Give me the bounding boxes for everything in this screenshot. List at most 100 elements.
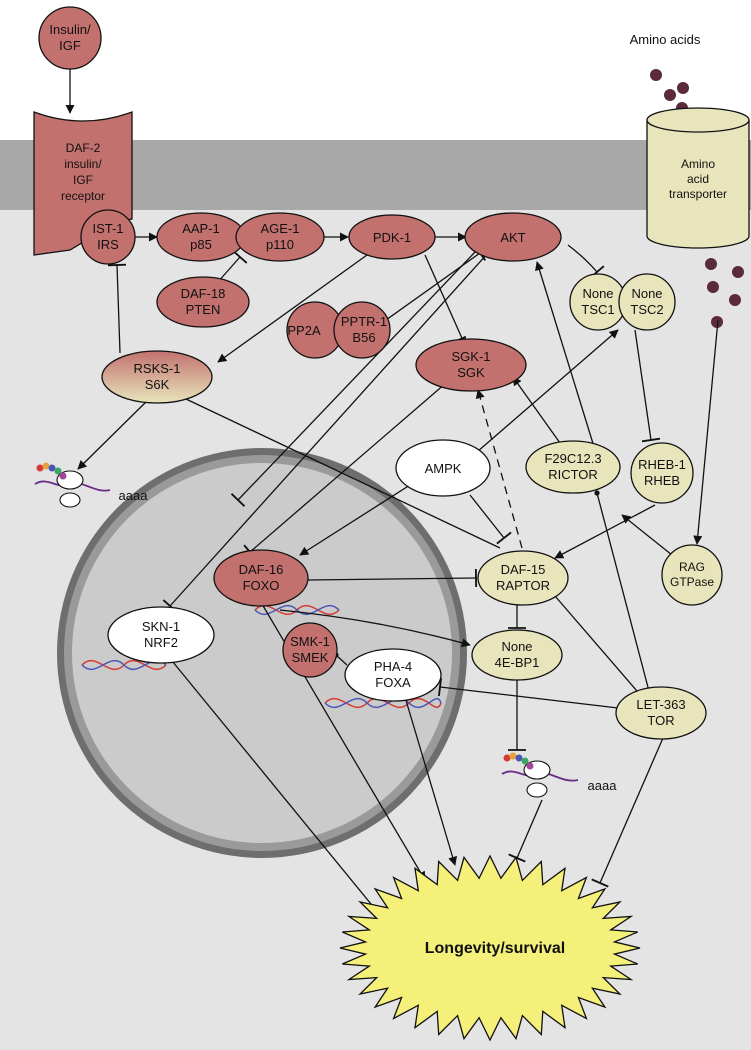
svg-text:IRS: IRS [97,237,119,252]
node-tsc1: None TSC1 [569,273,627,331]
svg-text:TSC1: TSC1 [581,302,614,317]
svg-text:NRF2: NRF2 [144,635,178,650]
amino-acid-dot [729,294,741,306]
node-age1-p110: AGE-1 p110 [235,212,325,262]
svg-text:PTEN: PTEN [186,302,221,317]
node-pdk1: PDK-1 [348,214,436,260]
svg-text:TOR: TOR [647,713,674,728]
node-rsks1-s6k: RSKS-1 S6K [101,350,213,404]
nucleus-interior [72,463,452,843]
edge-let363-longevity [591,737,664,888]
amino-acid-dot [650,69,662,81]
longevity-label: Longevity/survival [425,940,566,957]
svg-text:PPTR-1: PPTR-1 [341,314,387,329]
svg-text:SKN-1: SKN-1 [142,619,180,634]
edge-smk1-pha4 [333,652,348,666]
svg-text:p85: p85 [190,237,212,252]
edge-rictor-akt [535,261,596,451]
svg-text:SGK: SGK [457,365,485,380]
ribosome-mrna-icon: aaaa [34,462,149,508]
node-insulin-igf: Insulin/ IGF [38,6,102,70]
polya-tail-label: aaaa [119,488,149,503]
node-smk1-smek: SMK-1 SMEK [282,622,338,678]
svg-text:4E-BP1: 4E-BP1 [495,655,540,670]
node-pha4-foxa: PHA-4 FOXA [344,648,442,702]
edge-akt-tsc1 [567,244,605,279]
edge-rictor-let363 [594,490,651,696]
svg-text:AMPK: AMPK [425,461,462,476]
svg-text:B56: B56 [352,330,375,345]
svg-text:DAF-2: DAF-2 [66,141,101,155]
svg-text:IGF: IGF [73,173,93,187]
svg-text:acid: acid [687,172,709,186]
svg-text:AAP-1: AAP-1 [182,221,220,236]
svg-text:DAF-15: DAF-15 [501,562,546,577]
edge-pdk1-rsks1 [217,254,368,363]
svg-text:S6K: S6K [145,377,170,392]
edge-akt-skn1 [162,252,489,613]
node-daf15-raptor: DAF-15 RAPTOR [477,550,569,606]
svg-text:RSKS-1: RSKS-1 [134,361,181,376]
amino-acid-dot [732,266,744,278]
svg-text:DAF-16: DAF-16 [239,562,284,577]
svg-text:FOXO: FOXO [243,578,280,593]
svg-text:Amino: Amino [681,157,715,171]
edge-transporter-rag [693,319,719,545]
svg-text:RAG: RAG [679,560,705,574]
svg-text:Insulin/: Insulin/ [49,22,91,37]
node-tsc2: None TSC2 [618,273,676,331]
svg-text:transporter: transporter [669,187,727,201]
longevity-burst: Longevity/survival [339,854,641,1042]
edge-tsc2-rheb1 [634,329,661,443]
node-ist1-irs: IST-1 IRS [80,209,136,265]
amino-acid-dot [677,82,689,94]
edge-rag-rheb1 [621,514,673,556]
edge-daf15-rsks1 [166,389,501,549]
svg-text:insulin/: insulin/ [64,157,102,171]
edge-akt-daf16-a [230,250,477,507]
svg-text:SMEK: SMEK [292,650,329,665]
svg-text:RAPTOR: RAPTOR [496,578,550,593]
edge-daf16-ebp1 [279,609,471,648]
svg-text:IGF: IGF [59,38,81,53]
svg-text:RHEB-1: RHEB-1 [638,457,686,472]
node-pptr1-b56: PPTR-1 B56 [333,301,391,359]
node-rictor: F29C12.3 RICTOR [525,440,621,494]
edge-rsks1-ist1 [107,263,127,354]
edge-rheb1-daf15 [554,504,656,559]
amino-acids-label: Amino acids [630,32,701,47]
edge-pha4-longevity [404,696,458,866]
edge-translation-longevity [508,799,543,863]
svg-text:LET-363: LET-363 [636,697,685,712]
svg-text:AGE-1: AGE-1 [260,221,299,236]
node-let363-tor: LET-363 TOR [615,686,707,740]
edge-skn1-longevity [167,655,381,916]
svg-text:AKT: AKT [500,230,525,245]
svg-text:RHEB: RHEB [644,473,680,488]
node-aap1-p85: AAP-1 p85 [156,212,246,262]
svg-text:GTPase: GTPase [670,575,714,589]
ribosome-mrna-icon-lower: aaaa [501,752,618,798]
node-rag-gtpase: RAG GTPase [661,544,723,606]
node-4ebp1: None 4E-BP1 [471,629,563,681]
amino-acid-dot [707,281,719,293]
svg-text:SGK-1: SGK-1 [451,349,490,364]
node-rheb1: RHEB-1 RHEB [630,442,694,504]
edge-ampk-tsc1 [469,329,619,459]
svg-text:None: None [582,286,613,301]
polya-tail-label-lower: aaaa [588,778,618,793]
svg-text:DAF-18: DAF-18 [181,286,226,301]
node-skn1-nrf2: SKN-1 NRF2 [107,606,215,664]
edge-daf16-daf15 [307,568,478,588]
node-daf18-pten: DAF-18 PTEN [156,276,250,328]
edge-daf15-let363 [554,595,646,701]
edge-rsks1-mrna [77,399,149,470]
svg-text:PHA-4: PHA-4 [374,659,412,674]
node-sgk1: SGK-1 SGK [415,338,527,392]
amino-acid-dot [705,258,717,270]
edge-let363-pha4 [438,677,619,709]
node-akt: AKT [464,212,562,262]
svg-text:TSC2: TSC2 [630,302,663,317]
edge-sgk1-daf16 [243,382,447,560]
